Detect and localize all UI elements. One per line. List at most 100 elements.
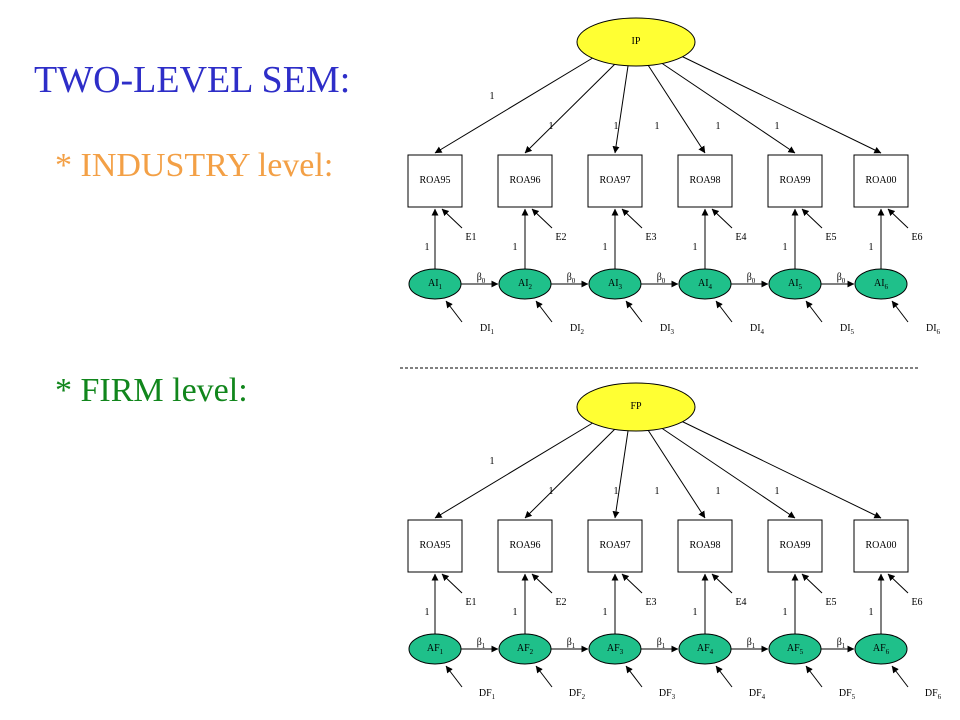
error-label: E5	[825, 597, 836, 608]
factor-loading-label: 1	[869, 607, 874, 618]
factor-loading-label: 1	[425, 607, 430, 618]
factor-ellipse	[854, 633, 908, 665]
factor-loading-label: 1	[603, 242, 608, 253]
error-label: E3	[645, 232, 656, 243]
indicator-label: ROA96	[509, 175, 540, 186]
indicator-label: ROA95	[419, 540, 450, 551]
beta-label: β1	[657, 637, 666, 649]
factor-label: AI4	[698, 278, 713, 290]
error-arrow	[711, 573, 733, 594]
factor-label: AI2	[518, 278, 533, 290]
factor-ellipse	[498, 268, 552, 300]
disturbance-arrow	[535, 300, 553, 323]
factor-loading-label: 1	[783, 607, 788, 618]
loading-label: 1	[490, 91, 495, 102]
beta-label: β1	[837, 637, 846, 649]
disturbance-label: DF5	[839, 688, 856, 700]
indicator-label: ROA98	[689, 175, 720, 186]
disturbance-label: DF4	[749, 688, 766, 700]
factor-ellipse	[408, 268, 462, 300]
indicator-box	[853, 154, 909, 208]
error-label: E4	[735, 232, 746, 243]
indicator-box	[853, 519, 909, 573]
indicator-box	[677, 154, 733, 208]
factor-label: AF5	[787, 643, 804, 655]
indicator-label: ROA97	[599, 540, 630, 551]
beta-label: β0	[657, 272, 666, 284]
loading-arrow	[524, 427, 617, 519]
disturbance-arrow	[445, 300, 463, 323]
error-label: E6	[911, 597, 922, 608]
factor-loading-label: 1	[693, 607, 698, 618]
factor-ellipse	[408, 633, 462, 665]
disturbance-label: DI1	[480, 323, 495, 335]
indicator-label: ROA97	[599, 175, 630, 186]
loading-label: 1	[549, 121, 554, 132]
error-label: E5	[825, 232, 836, 243]
disturbance-label: DI2	[570, 323, 585, 335]
top-latent-ellipse	[576, 382, 696, 432]
loading-arrow	[647, 429, 706, 519]
loading-label: 1	[490, 456, 495, 467]
beta-label: β0	[477, 272, 486, 284]
factor-ellipse	[498, 633, 552, 665]
indicator-label: ROA00	[865, 175, 896, 186]
factor-label: AF2	[517, 643, 534, 655]
error-arrow	[801, 573, 823, 594]
loading-label: 1	[716, 121, 721, 132]
loading-label: 1	[775, 121, 780, 132]
indicator-label: ROA96	[509, 540, 540, 551]
disturbance-arrow	[715, 665, 733, 688]
factor-loading-label: 1	[603, 607, 608, 618]
factor-ellipse	[768, 268, 822, 300]
factor-label: AI3	[608, 278, 623, 290]
error-arrow	[801, 208, 823, 229]
loading-arrow	[647, 64, 706, 154]
loading-arrow	[676, 53, 882, 154]
beta-label: β1	[567, 637, 576, 649]
beta-label: β1	[477, 637, 486, 649]
error-label: E4	[735, 597, 746, 608]
beta-label: β1	[747, 637, 756, 649]
factor-label: AF1	[427, 643, 444, 655]
firm-level-label: * FIRM level:	[55, 372, 248, 409]
indicator-box	[587, 519, 643, 573]
indicator-label: ROA00	[865, 540, 896, 551]
factor-loading-label: 1	[513, 607, 518, 618]
top-latent-ellipse	[576, 17, 696, 67]
indicator-label: ROA99	[779, 540, 810, 551]
top-latent-label: FP	[630, 401, 642, 412]
loading-arrow	[524, 62, 617, 154]
factor-loading-label: 1	[693, 242, 698, 253]
indicator-box	[587, 154, 643, 208]
error-arrow	[887, 573, 909, 594]
indicator-label: ROA95	[419, 175, 450, 186]
disturbance-label: DF2	[569, 688, 586, 700]
beta-label: β0	[747, 272, 756, 284]
factor-loading-label: 1	[425, 242, 430, 253]
disturbance-arrow	[625, 665, 643, 688]
loading-label: 1	[655, 486, 660, 497]
error-label: E2	[555, 597, 566, 608]
error-label: E6	[911, 232, 922, 243]
error-arrow	[531, 573, 553, 594]
error-arrow	[621, 208, 643, 229]
error-label: E2	[555, 232, 566, 243]
indicator-box	[767, 154, 823, 208]
disturbance-label: DI3	[660, 323, 675, 335]
disturbance-arrow	[535, 665, 553, 688]
indicator-box	[677, 519, 733, 573]
disturbance-arrow	[715, 300, 733, 323]
loading-label: 1	[614, 121, 619, 132]
error-arrow	[441, 573, 463, 594]
loading-arrow	[659, 426, 796, 519]
indicator-box	[767, 519, 823, 573]
disturbance-label: DI4	[750, 323, 765, 335]
factor-label: AF3	[607, 643, 624, 655]
factor-label: AI6	[874, 278, 889, 290]
indicator-box	[497, 154, 553, 208]
loading-arrow	[434, 420, 597, 519]
factor-ellipse	[678, 633, 732, 665]
